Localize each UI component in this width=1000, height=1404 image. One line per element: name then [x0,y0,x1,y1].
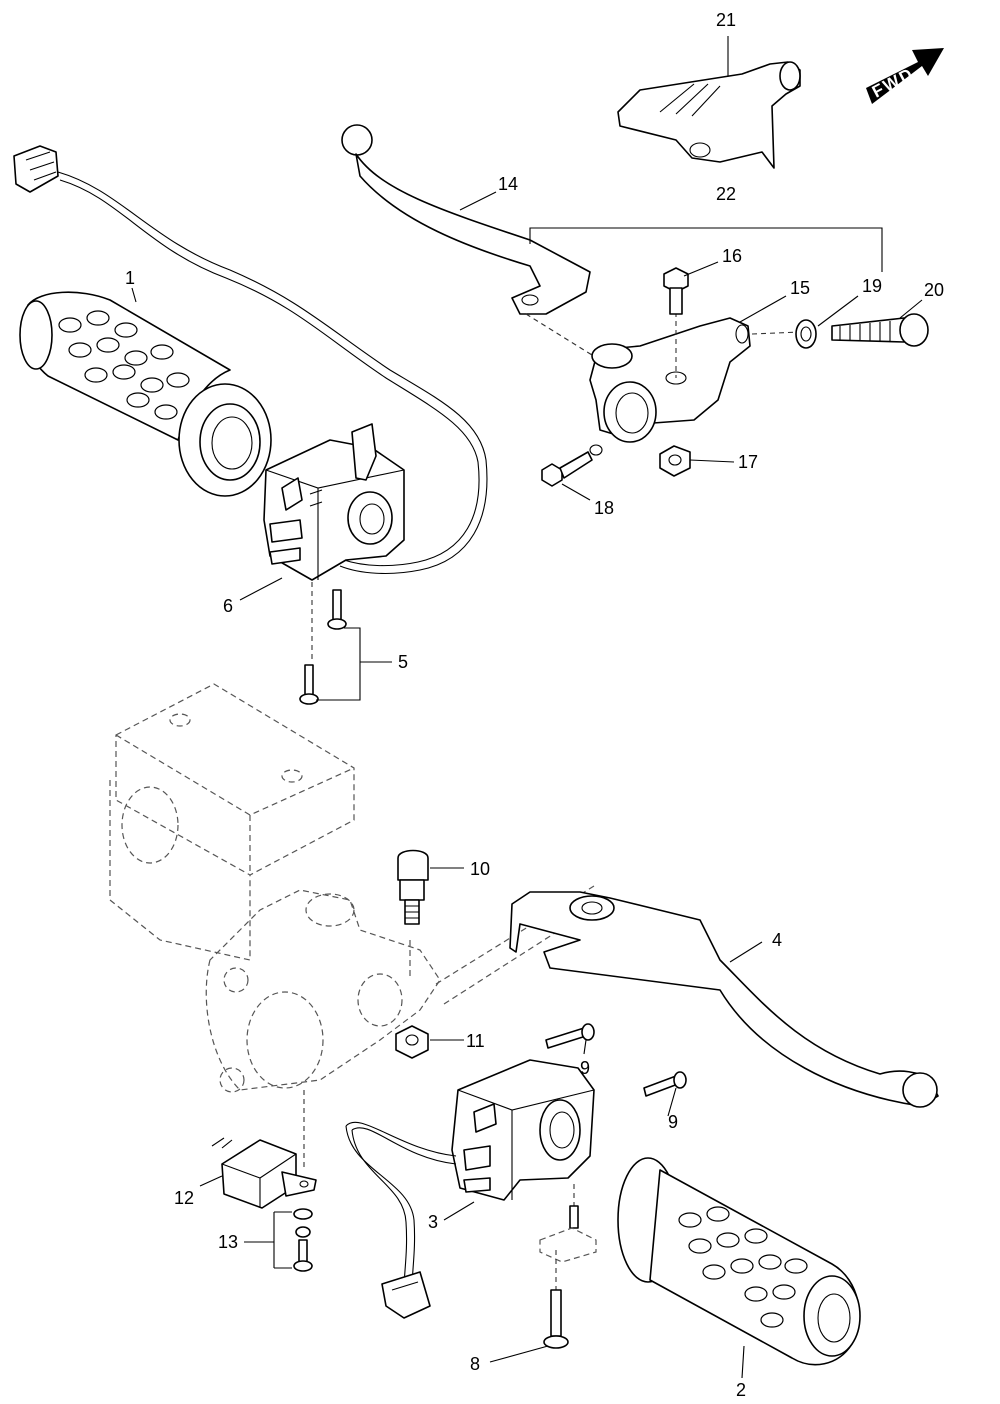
callout-1: 1 [125,268,135,288]
part-21-lever-cover[interactable] [617,61,801,169]
part-10-pivot-bolt[interactable] [397,849,429,925]
part-4-brake-lever[interactable] [509,891,939,1108]
callout-18: 18 [594,498,614,518]
part-19-lock-nut[interactable] [795,319,817,349]
callout-3: 3 [428,1212,438,1232]
part-1-left-grip[interactable] [19,291,272,497]
part-2-right-grip[interactable] [617,1157,861,1366]
callout-9b: 9 [668,1112,678,1132]
callout-5: 5 [398,652,408,672]
callout-19: 19 [862,276,882,296]
part-5-switch-screws[interactable] [299,582,347,705]
callout-13: 13 [218,1232,238,1252]
part-3-right-handlebar-switch[interactable] [345,1059,595,1319]
callout-8: 8 [470,1354,480,1374]
callout-20: 20 [924,280,944,300]
callout-4: 4 [772,930,782,950]
part-16-pivot-bolt[interactable] [663,267,689,315]
callout-labels: 1 2 3 4 5 6 8 9 9 10 11 12 13 14 15 16 1… [125,10,944,1400]
callout-15: 15 [790,278,810,298]
part-18-bolt[interactable] [541,444,603,487]
part-15-clutch-perch[interactable] [589,312,801,443]
callout-21: 21 [716,10,736,30]
left-switch-wiring-harness [13,145,488,575]
master-cylinder-ghost [109,683,595,1093]
callout-14: 14 [498,174,518,194]
part-11-nut[interactable] [395,1025,429,1059]
part-8-screw-bracket[interactable] [539,1184,597,1349]
callout-17: 17 [738,452,758,472]
fwd-label: FWD [869,64,917,102]
part-17-nut[interactable] [659,445,691,477]
callout-10: 10 [470,859,490,879]
callout-9a: 9 [580,1058,590,1078]
leader-lines [131,36,923,1379]
callout-2: 2 [736,1380,746,1400]
part-9-screws[interactable] [545,1023,687,1097]
callout-11: 11 [466,1031,485,1051]
part-14-clutch-lever[interactable] [341,124,601,361]
part-20-adjuster-screw[interactable] [831,313,929,347]
callout-12: 12 [174,1188,194,1208]
fwd-arrow: FWD [866,48,944,104]
callout-22: 22 [716,184,736,204]
callout-16: 16 [722,246,742,266]
part-6-left-handlebar-switch[interactable] [263,423,405,581]
part-12-brake-light-switch[interactable] [211,1090,317,1209]
callout-6: 6 [223,596,233,616]
part-13-screw-washer[interactable] [293,1208,313,1272]
